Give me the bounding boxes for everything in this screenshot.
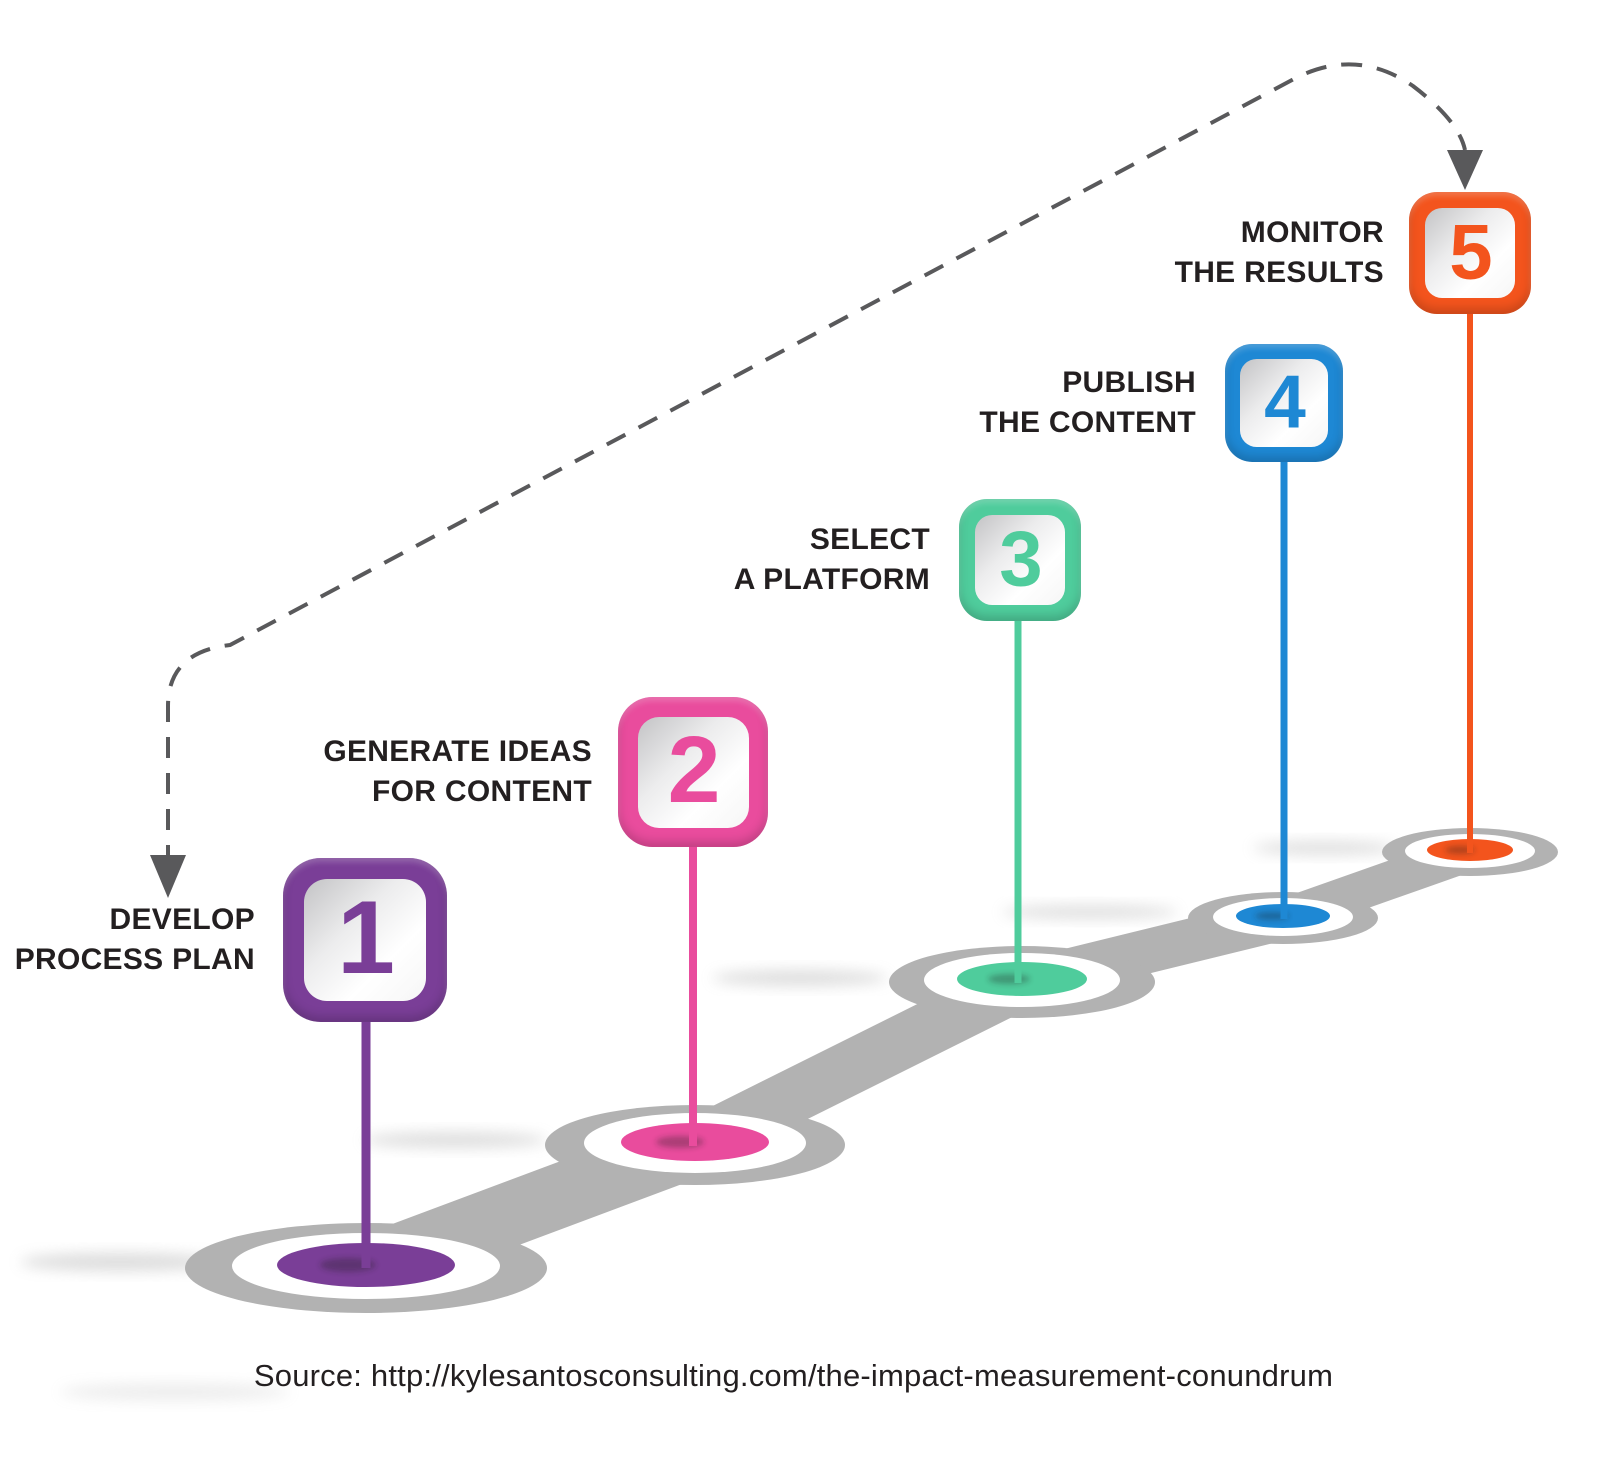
pole-step-3 <box>1014 614 1022 983</box>
step-3-badge: 3 <box>959 499 1081 621</box>
ground-shadow-streaks <box>20 841 1397 1401</box>
step-5-label: MONITOR THE RESULTS <box>1175 213 1384 293</box>
step-4-label-line2: THE CONTENT <box>979 406 1196 439</box>
step-1-label-line2: PROCESS PLAN <box>14 943 255 976</box>
step-4-label: PUBLISH THE CONTENT <box>979 363 1196 443</box>
pole-step-5 <box>1467 307 1473 853</box>
shadow-streak <box>1253 841 1397 855</box>
step-1-badge: 1 <box>283 858 447 1022</box>
arrowhead-at-step-1-icon <box>150 855 186 898</box>
step-2-number: 2 <box>667 716 721 823</box>
shadow-streak <box>712 970 888 986</box>
shadow-streak <box>20 1253 220 1271</box>
step-2-label-line2: FOR CONTENT <box>372 775 592 808</box>
shadow-streak <box>363 1132 547 1148</box>
step-5-number: 5 <box>1449 207 1492 296</box>
loop-arrow <box>150 62 1483 898</box>
pole-step-4 <box>1280 455 1288 919</box>
step-5-badge: 5 <box>1409 192 1531 314</box>
shadow-streak <box>60 1383 290 1401</box>
step-4-number: 4 <box>1264 359 1306 443</box>
step-2-label-line1: GENERATE IDEAS <box>323 735 592 768</box>
arrowhead-at-step-5-icon <box>1447 150 1483 190</box>
step-5-badge-panel: 5 <box>1424 207 1516 299</box>
poles <box>361 307 1473 1268</box>
step-3-label-line2: A PLATFORM <box>733 563 930 596</box>
step-2-badge: 2 <box>618 697 768 847</box>
step-3-badge-panel: 3 <box>974 514 1066 606</box>
step-5-label-line1: MONITOR <box>1240 216 1384 249</box>
ring-base-step-3 <box>889 946 1155 1018</box>
step-5-label-line2: THE RESULTS <box>1174 256 1384 289</box>
step-3-label: SELECT A PLATFORM <box>734 520 930 600</box>
step-3-label-line1: SELECT <box>809 523 930 556</box>
pole-step-1 <box>361 1012 371 1268</box>
step-4-badge-panel: 4 <box>1240 359 1328 447</box>
step-1-number: 1 <box>337 879 395 996</box>
pole-step-2 <box>689 840 697 1146</box>
shadow-streak <box>1002 905 1178 919</box>
step-1-label-line1: DEVELOP <box>109 903 255 936</box>
loop-arrow-dashed-path <box>166 62 1467 866</box>
step-2-badge-panel: 2 <box>637 716 749 828</box>
ring-base-step-2 <box>545 1105 845 1185</box>
step-4-badge: 4 <box>1225 344 1343 462</box>
step-4-label-line1: PUBLISH <box>1062 366 1196 399</box>
step-2-label: GENERATE IDEAS FOR CONTENT <box>323 732 592 812</box>
step-1-badge-panel: 1 <box>304 879 426 1001</box>
step-1-label: DEVELOP PROCESS PLAN <box>15 900 255 980</box>
pole-ground-shadow <box>988 974 1030 984</box>
source-attribution: Source: http://kylesantosconsulting.com/… <box>253 1358 1334 1393</box>
step-3-number: 3 <box>999 514 1042 603</box>
